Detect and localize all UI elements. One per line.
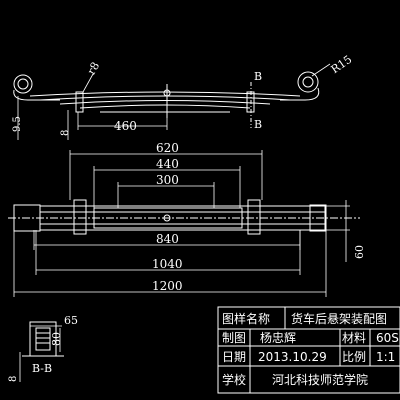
- material-value: 60S: [376, 331, 399, 345]
- dim-65-label: 65: [64, 314, 78, 327]
- section-marker-top: B: [254, 70, 262, 83]
- leaf-2: [39, 95, 291, 101]
- material-label: 材料: [342, 331, 366, 345]
- leaf-4: [79, 104, 251, 109]
- left-eye-wrap: [13, 89, 60, 101]
- section-inner: [35, 327, 51, 351]
- scale-label: 比例: [342, 350, 366, 364]
- dim-1200-label: 1200: [152, 279, 183, 293]
- date-label: 日期: [222, 350, 246, 364]
- dim-8-section-label: 8: [8, 376, 19, 382]
- dim-620-label: 620: [156, 141, 179, 155]
- school-label: 学校: [222, 372, 246, 387]
- side-view: [13, 71, 320, 128]
- drawn-by-label: 制图: [222, 331, 246, 345]
- right-eye: [297, 71, 319, 93]
- section-view: [19, 321, 64, 382]
- leaf-1: [29, 91, 301, 97]
- left-clip: [75, 91, 84, 113]
- title-name-value: 货车后悬架装配图: [291, 311, 387, 326]
- dim-9-5-label: 9.5: [12, 116, 23, 132]
- dim-840-label: 840: [156, 232, 179, 246]
- center-bolt-head: [163, 89, 171, 97]
- right-eye-inner: [302, 76, 314, 88]
- dim-8-side-label: 8: [60, 130, 71, 136]
- leaf-3: [59, 100, 271, 105]
- title-block-grid: [217, 306, 400, 394]
- title-block-frame: [217, 306, 400, 394]
- left-eye: [13, 74, 33, 94]
- side-view-dimensions: [17, 63, 331, 140]
- right-clip-plan: [247, 199, 261, 235]
- r8-leader: [82, 73, 94, 93]
- drawn-by-value: 杨忠辉: [260, 330, 296, 345]
- top-view-dimensions: [13, 150, 350, 297]
- radius-r15-label: R15: [329, 53, 355, 76]
- dim-1040-label: 1040: [152, 257, 183, 271]
- left-eye-inner: [17, 78, 29, 90]
- dim-460-label: 460: [114, 119, 137, 133]
- r15-leader: [311, 63, 331, 77]
- section-bb-label: B-B: [32, 362, 52, 375]
- left-clip-plan: [73, 199, 87, 235]
- scale-value: 1:1: [376, 350, 395, 364]
- top-view: [8, 199, 360, 235]
- section-marker-bottom: B: [254, 118, 262, 131]
- dim-300-label: 300: [156, 173, 179, 187]
- dim-80-label: 80: [50, 332, 63, 346]
- dim-440-label: 440: [156, 157, 179, 171]
- dim-60-label: 60: [353, 245, 366, 259]
- right-eye-wrap: [280, 87, 320, 101]
- school-value: 河北科技师范学院: [272, 372, 368, 387]
- date-value: 2013.10.29: [258, 350, 327, 364]
- title-name-label: 图样名称: [222, 311, 270, 326]
- radius-r8-label: r8: [85, 60, 102, 77]
